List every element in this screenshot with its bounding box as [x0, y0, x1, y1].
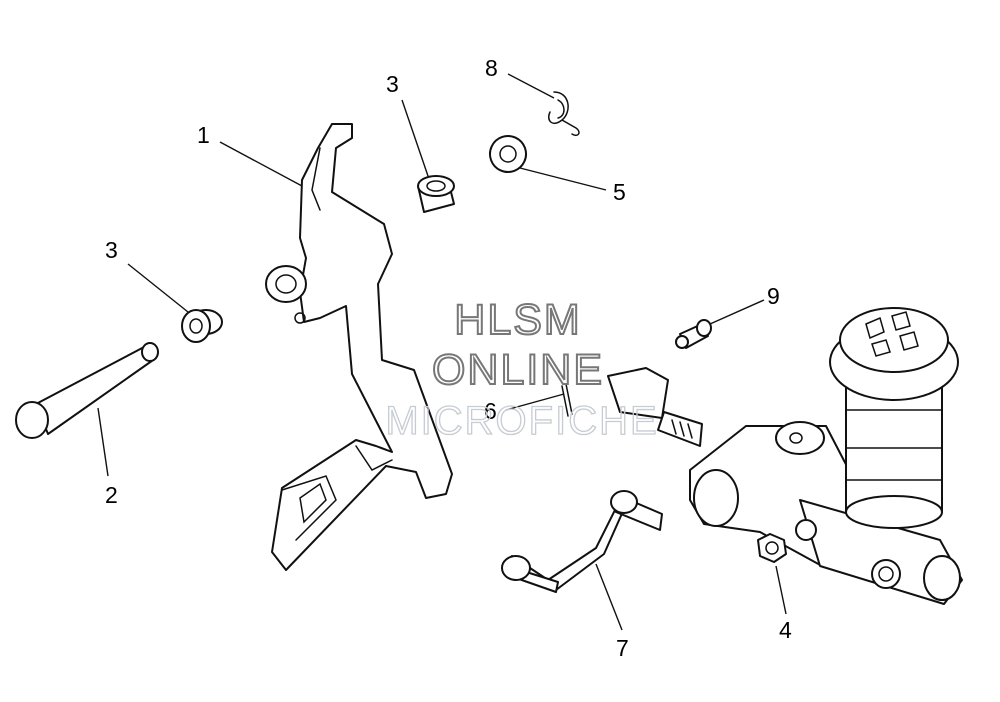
- callout-2: 2: [105, 482, 118, 508]
- part-washer: [489, 135, 527, 173]
- leader-1: [219, 141, 303, 187]
- leader-3-top: [401, 99, 429, 177]
- watermark-line-1: HLSM: [454, 296, 581, 344]
- leader-9: [709, 299, 765, 325]
- part-hairpin-clip: [548, 91, 580, 137]
- callout-7: 7: [616, 635, 629, 661]
- leader-3-left: [127, 263, 189, 313]
- leader-4: [775, 565, 787, 615]
- leader-2: [97, 407, 109, 477]
- leader-lines: [97, 73, 787, 631]
- callout-1: 1: [197, 122, 210, 148]
- part-master-cylinder: [607, 307, 963, 605]
- part-clevis-pin: [15, 342, 159, 439]
- watermark: HLSM ONLINE MICROFICHE: [385, 295, 658, 444]
- leader-5: [519, 167, 607, 191]
- part-bent-rod: [501, 490, 663, 593]
- part-pin: [675, 319, 712, 349]
- watermark-line-3: MICROFICHE: [385, 399, 658, 443]
- part-bushing-top: [417, 175, 455, 213]
- part-cotter-pin: [561, 383, 573, 417]
- leader-6: [505, 393, 565, 411]
- part-bushing-left: [181, 309, 223, 343]
- callout-3-top: 3: [386, 71, 399, 97]
- leader-8: [507, 73, 555, 99]
- callout-3-left: 3: [105, 237, 118, 263]
- part-nut: [757, 533, 787, 563]
- callout-6: 6: [484, 398, 497, 424]
- callout-4: 4: [779, 617, 792, 643]
- watermark-line-2: ONLINE: [432, 346, 604, 394]
- callout-8: 8: [485, 55, 498, 81]
- part-pedal-arm: [265, 123, 453, 571]
- callout-9: 9: [767, 283, 780, 309]
- callout-5: 5: [613, 179, 626, 205]
- leader-7: [595, 563, 623, 631]
- callouts: 1 2 3 3 4 5 6 7 8 9: [105, 55, 792, 661]
